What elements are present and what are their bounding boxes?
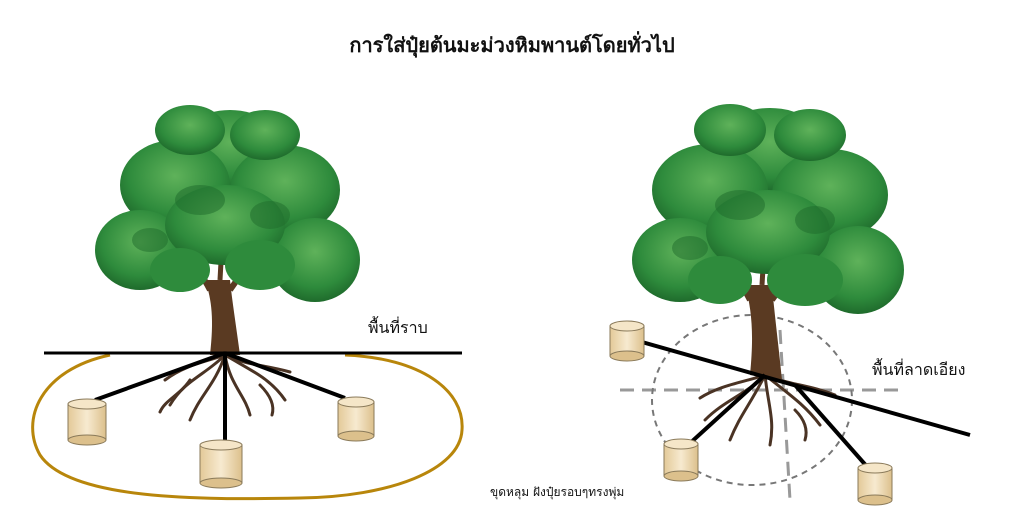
right-canopy [632, 104, 904, 314]
flat-ground-label: พื้นที่ราบ [368, 316, 428, 337]
left-trunk [205, 280, 240, 355]
left-bucket-1 [67, 398, 107, 446]
left-bucket-2 [199, 439, 243, 489]
left-canopy [95, 105, 360, 302]
right-guide-lines [620, 329, 900, 501]
right-panel: พื้นที่ลาดเอียง ขุดหลุม ฝังปุ๋ยรอบๆทรงพุ… [490, 104, 971, 506]
right-trunk [745, 285, 782, 380]
right-ground-line [634, 338, 971, 437]
right-feed-lines [686, 373, 872, 472]
right-bucket-2 [663, 438, 699, 482]
left-panel: พื้นที่ราบ [31, 105, 464, 501]
planting-note: ขุดหลุม ฝังปุ๋ยรอบๆทรงพุ่ม [490, 485, 624, 500]
right-bucket-3 [857, 462, 893, 506]
slope-ground-label: พื้นที่ลาดเอียง [872, 358, 965, 379]
right-bucket-1 [609, 320, 645, 362]
left-feed-lines [94, 351, 346, 440]
drip-line-ellipse [31, 353, 464, 501]
left-bucket-3 [337, 396, 375, 442]
diagram-title: การใส่ปุ๋ยต้นมะม่วงหิมพานต์โดยทั่วไป [349, 30, 674, 58]
